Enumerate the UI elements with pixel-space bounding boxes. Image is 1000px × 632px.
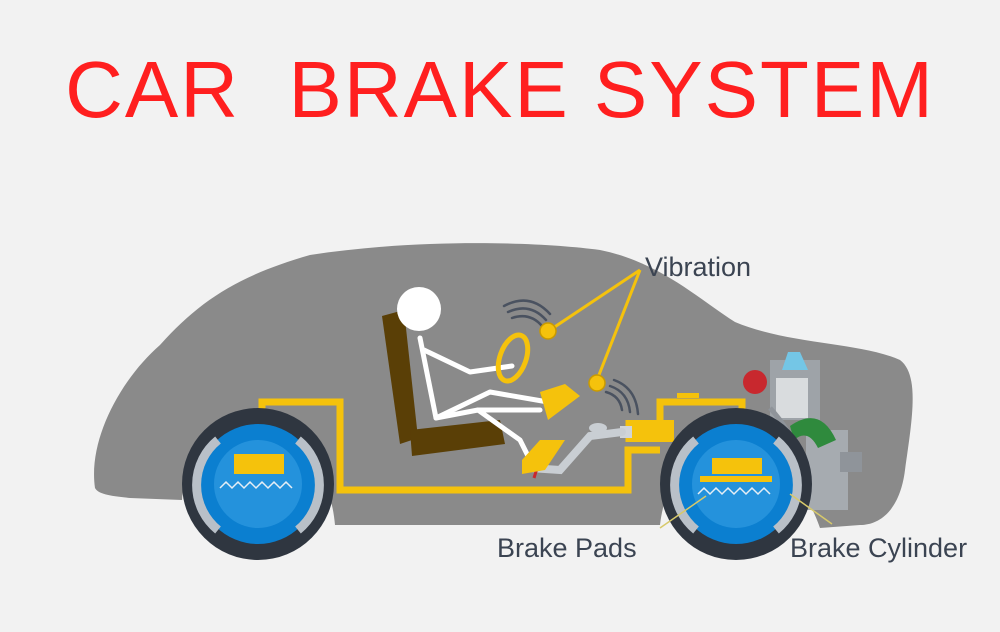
return-spring	[697, 486, 771, 496]
master-cylinder	[628, 420, 674, 442]
page-title: CAR BRAKE SYSTEM	[65, 45, 935, 134]
driver-seat	[382, 310, 505, 456]
brake-shoe	[295, 436, 324, 534]
vibration-waves-icon	[604, 378, 640, 416]
brake-pads-label: Brake Pads	[497, 533, 637, 563]
foot-icon	[540, 384, 580, 420]
bottom-callouts	[659, 493, 833, 529]
brake-fluid-cap	[677, 393, 699, 398]
wheel-brake-cylinder	[234, 454, 284, 474]
wheel-brake-cylinder	[712, 458, 762, 474]
rear-brake-line	[258, 398, 660, 494]
brake-shoe	[192, 436, 221, 534]
brake-shoe	[670, 436, 699, 534]
vibration-marker	[588, 374, 606, 392]
car-body	[94, 243, 913, 529]
vibration-callout	[549, 268, 642, 381]
driver-leg	[433, 389, 551, 421]
vibration-waves-icon	[502, 299, 552, 328]
brake-pad	[700, 476, 772, 482]
vibration-label: Vibration	[645, 252, 751, 282]
brake-cylinder-label: Brake Cylinder	[790, 533, 967, 563]
driver-body	[417, 335, 543, 421]
vibration-marker	[539, 322, 557, 340]
driver-figure	[417, 335, 551, 463]
brake-shoe	[773, 436, 802, 534]
return-spring	[219, 480, 293, 490]
front-wheel	[660, 408, 812, 560]
driver-head	[397, 287, 441, 331]
driver-leg-lower	[475, 407, 533, 463]
engine	[743, 352, 862, 510]
foot-icon	[522, 440, 565, 474]
steering-wheel-icon	[495, 332, 531, 384]
rear-wheel	[182, 408, 334, 560]
